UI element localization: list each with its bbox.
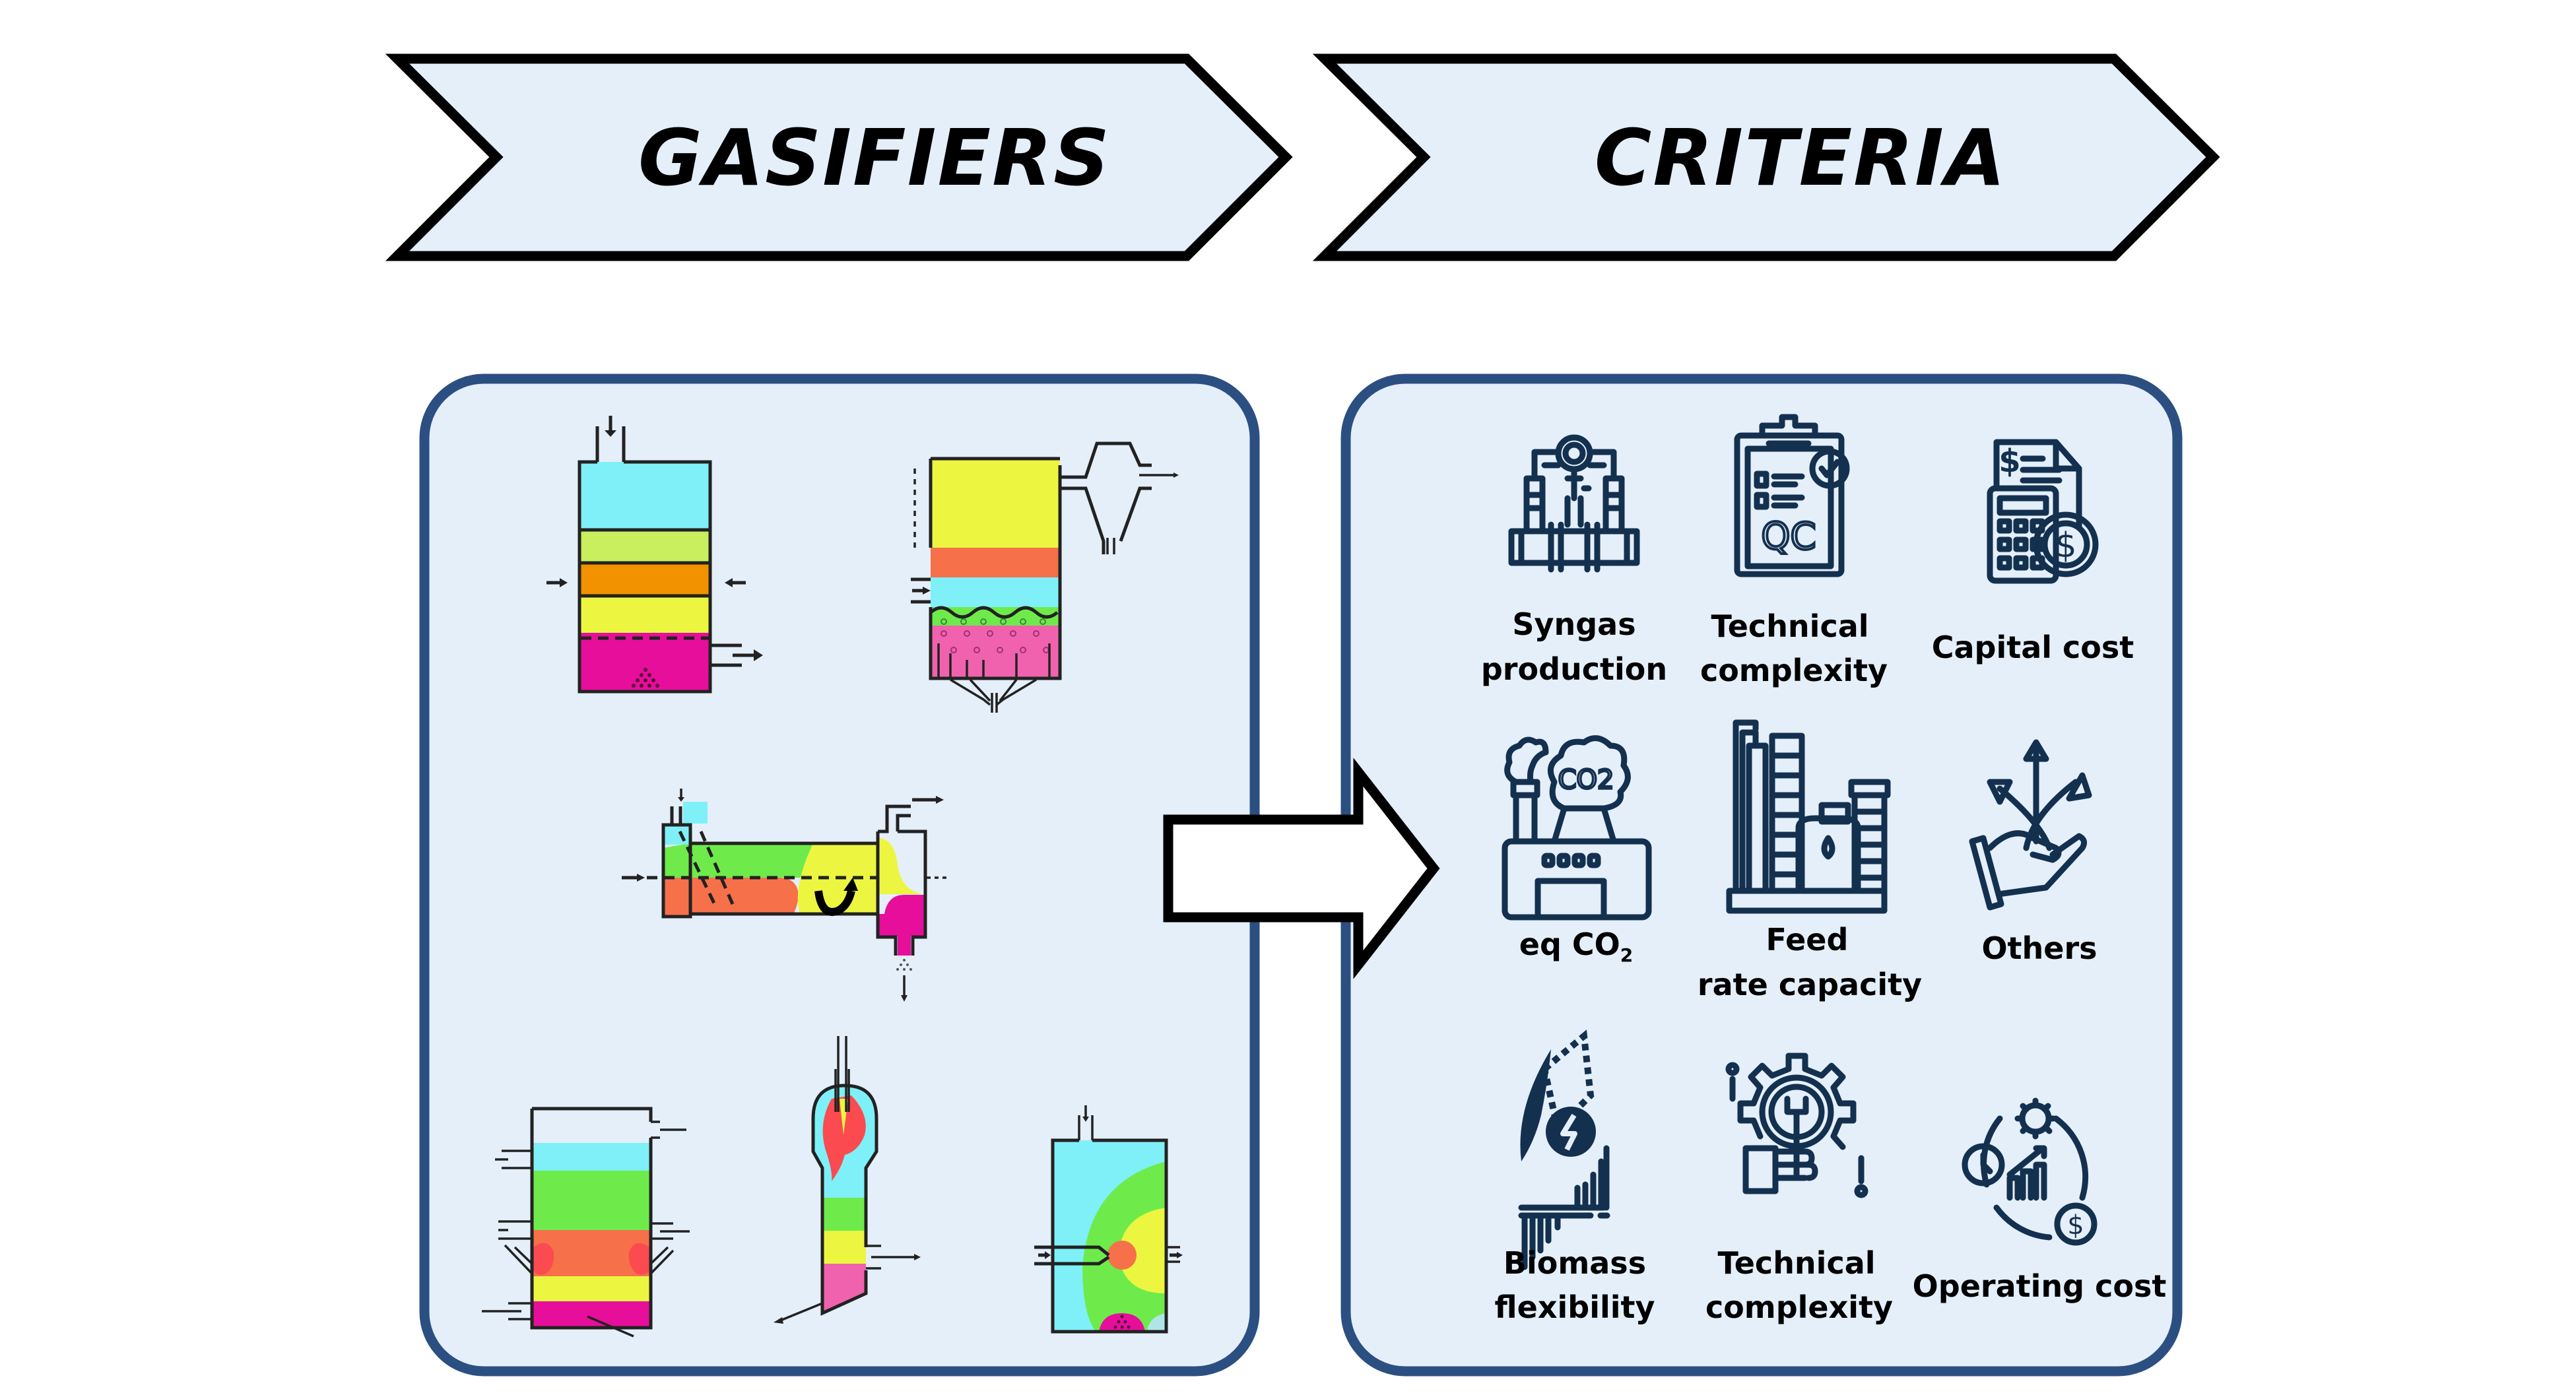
hand-arrows-icon xyxy=(1969,739,2092,911)
criterion-capital-cost: Capital cost xyxy=(1932,630,2134,665)
fluidized-bed-gasifier-icon xyxy=(911,441,1179,713)
criterion-label-line2: complexity xyxy=(1705,1289,1893,1325)
stage-chevron-gasifiers: GASIFIERS xyxy=(385,53,1293,261)
criterion-biomass-flexibility: Biomass flexibility xyxy=(1495,1245,1655,1325)
criterion-others: Others xyxy=(1981,930,2097,966)
right-arrow-icon xyxy=(1163,758,1440,979)
co2-text: CO2 xyxy=(1558,765,1614,795)
criterion-technical-complexity-1: Technical complexity xyxy=(1700,608,1888,688)
criterion-label-line1: Feed xyxy=(1766,922,1849,958)
coin-dollar-glyph: $ xyxy=(2055,526,2076,566)
criterion-operating-cost: Operating cost xyxy=(1913,1268,2167,1304)
stage-label-gasifiers: GASIFIERS xyxy=(638,112,1111,203)
gear-wrench-hand-icon xyxy=(1725,1053,1868,1198)
criterion-label-line1: Biomass xyxy=(1503,1245,1646,1281)
updraft-fixed-bed-gasifier-icon xyxy=(546,416,763,694)
pipeline-valve-icon xyxy=(1508,434,1640,573)
criterion-label-line2: flexibility xyxy=(1495,1289,1655,1325)
eq-co2-main: eq CO xyxy=(1519,926,1620,962)
refinery-icon xyxy=(1726,719,1891,914)
criterion-eq-co2: eq CO2 xyxy=(1519,926,1634,966)
invoice-dollar-glyph: $ xyxy=(1998,443,2020,480)
operating-cost-cycle-icon: $ xyxy=(1962,1097,2097,1246)
eq-co2-subscript: 2 xyxy=(1620,944,1633,966)
criterion-label-line1: Technical xyxy=(1717,1245,1875,1281)
cost-dollar-glyph: $ xyxy=(2067,1210,2084,1241)
entrained-flow-gasifier-icon xyxy=(774,1036,921,1324)
criterion-feed-rate-capacity: Feed rate capacity xyxy=(1698,922,1922,1002)
criterion-label-line1: Technical xyxy=(1711,608,1868,644)
criterion-label-line1: Operating cost xyxy=(1913,1268,2167,1304)
plasma-gasifier-icon xyxy=(1034,1105,1183,1334)
criterion-label-line1: Capital cost xyxy=(1932,630,2134,665)
criterion-syngas-production: Syngas production xyxy=(1481,606,1667,687)
biomass-energy-icon xyxy=(1518,1029,1610,1270)
circulating-bed-gasifier-icon xyxy=(482,1107,690,1338)
qc-clipboard-icon: QC xyxy=(1734,414,1850,577)
factory-co2-icon: CO2 xyxy=(1502,735,1652,921)
criterion-technical-complexity-2: Technical complexity xyxy=(1705,1245,1893,1325)
criterion-label-line2: rate capacity xyxy=(1698,967,1922,1002)
criterion-label-line1: Syngas xyxy=(1512,606,1635,642)
stage-chevron-criteria: CRITERIA xyxy=(1312,53,2220,261)
criterion-label-line2: complexity xyxy=(1700,653,1888,688)
stage-label-criteria: CRITERIA xyxy=(1595,112,2007,203)
criterion-label-line1: Others xyxy=(1981,930,2097,966)
rotary-kiln-gasifier-icon xyxy=(622,789,950,1002)
qc-text: QC xyxy=(1761,515,1816,558)
criterion-label-line2: production xyxy=(1481,651,1667,687)
calculator-invoice-icon: $ $ xyxy=(1987,439,2099,584)
criterion-label-line1: eq CO2 xyxy=(1519,926,1634,966)
